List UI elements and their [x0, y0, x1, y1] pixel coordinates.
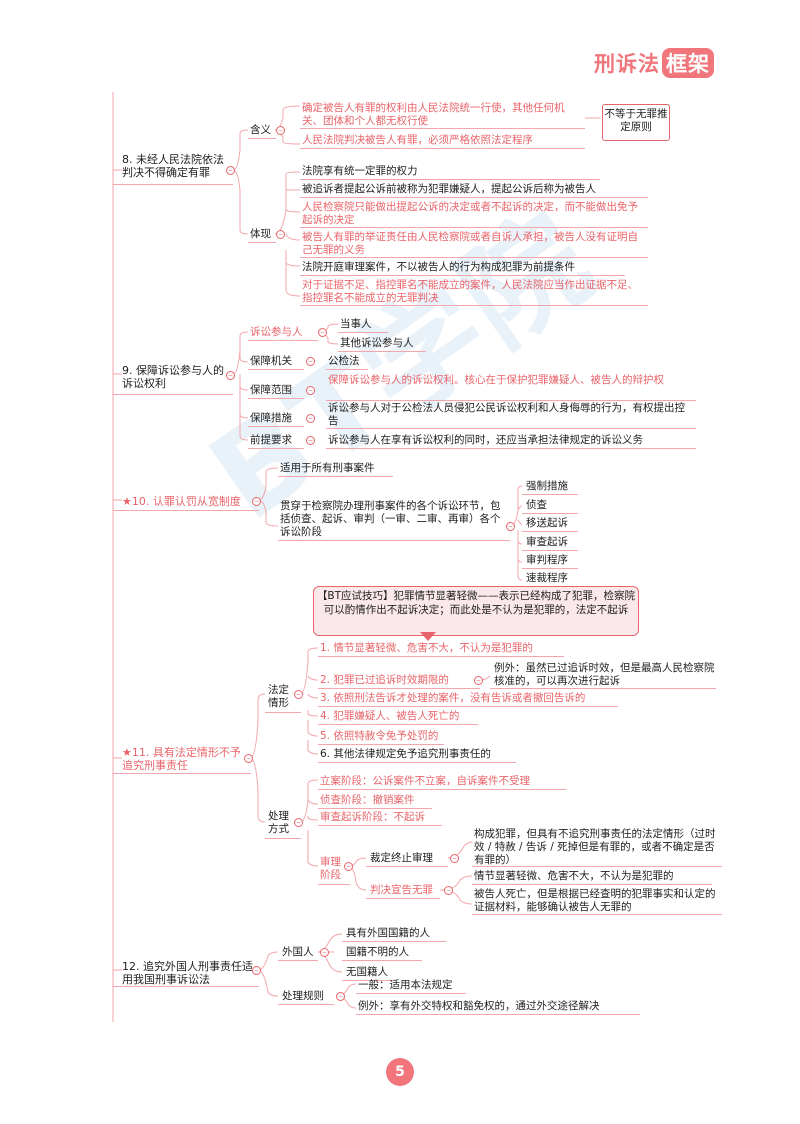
s12-waiguoren-item-1: 具有外国国籍的人 — [346, 927, 430, 939]
s8-hanyi-item-1: 确定被告人有罪的权利由人民法院统一行使，其他任何机关、团体和个人都无权行使 — [302, 102, 565, 127]
s9-canyu-item-2: 其他诉讼参与人 — [340, 337, 414, 349]
collapse-toggle-icon[interactable]: − — [306, 436, 315, 445]
s9-cuoshi-label: 保障措施 — [250, 412, 292, 424]
s11-tip-box: 【BT应试技巧】犯罪情节显著轻微——表示已经构成了犯罪，检察院可以酌情作出不起诉… — [313, 586, 639, 636]
s8-tixian-item-6: 对于证据不足、指控罪名不能成立的案件，人民法院应当作出证据不足、指控罪名不能成立… — [302, 279, 638, 304]
collapse-toggle-icon[interactable]: − — [294, 818, 303, 827]
s12-guize-item-1: 一般：适用本法规定 — [358, 979, 453, 991]
s8-tixian-item-1: 法院享有统一定罪的权力 — [302, 165, 418, 177]
s11-chuli-item-2: 侦查阶段：撤销案件 — [320, 794, 415, 806]
collapse-toggle-icon[interactable]: − — [344, 862, 353, 871]
collapse-toggle-icon[interactable]: − — [294, 690, 303, 699]
s9-fanwei-value: 保障诉讼参与人的诉讼权利。核心在于保护犯罪嫌疑人、被告人的辩护权 — [328, 374, 664, 386]
s9-canyu-item-1: 当事人 — [340, 318, 372, 330]
s11-zhongzhi-value: 构成犯罪，但具有不追究刑事责任的法定情形（过时效 / 特赦 / 告诉 / 死掉但… — [474, 828, 716, 866]
s11-liwai: 例外：虽然已过追诉时效，但是最高人民检察院核准的，可以再次进行起诉 — [494, 662, 715, 687]
s12-waiguoren-item-2: 国籍不明的人 — [346, 946, 409, 958]
s8-tixian-item-3: 人民检察院只能做出提起公诉的决定或者不起诉的决定，而不能做出免予起诉的决定 — [302, 201, 638, 226]
s8-note-box: 不等于无罪推定原则 — [602, 104, 670, 141]
collapse-toggle-icon[interactable]: − — [276, 230, 285, 239]
collapse-toggle-icon[interactable]: − — [226, 371, 235, 380]
collapse-toggle-icon[interactable]: − — [474, 676, 483, 685]
collapse-toggle-icon[interactable]: − — [244, 754, 253, 763]
section-12-topic: 12. 追究外国人刑事责任适用我国刑事诉讼法 — [122, 960, 253, 986]
s9-jiguan-value: 公检法 — [328, 355, 360, 367]
s10-stage-4: 审查起诉 — [526, 536, 568, 548]
s11-fading-item-6: 6. 其他法律规定免予追究刑事责任的 — [320, 748, 491, 760]
page-number: 5 — [386, 1058, 414, 1086]
s9-cuoshi-value: 诉讼参与人对于公检法人员侵犯公民诉讼权利和人身侮辱的行为，有权提出控告 — [328, 402, 685, 427]
s11-fading-label: 法定情形 — [268, 684, 289, 709]
collapse-toggle-icon[interactable]: − — [306, 386, 315, 395]
s12-guize-label: 处理规则 — [282, 990, 324, 1002]
s10-stage-3: 移送起诉 — [526, 517, 568, 529]
s10-stage-2: 侦查 — [526, 499, 547, 511]
s11-fading-item-1: 1. 情节显著轻微、危害不大，不认为是犯罪的 — [320, 642, 533, 654]
s11-wuzui-item-2: 被告人死亡，但是根据已经查明的犯罪事实和认定的证据材料，能够确认被告人无罪的 — [474, 888, 716, 913]
collapse-toggle-icon[interactable]: − — [252, 497, 261, 506]
s10-stage-1: 强制措施 — [526, 480, 568, 492]
collapse-toggle-icon[interactable]: − — [252, 966, 261, 975]
s9-fanwei-label: 保障范围 — [250, 384, 292, 396]
s10-item-a: 适用于所有刑事案件 — [280, 462, 375, 474]
s11-fading-item-2: 2. 犯罪已过追诉时效期限的 — [320, 674, 449, 686]
brand-badge: 框架 — [662, 48, 714, 78]
s11-fading-item-4: 4. 犯罪嫌疑人、被告人死亡的 — [320, 710, 460, 722]
s8-tixian-label: 体现 — [250, 228, 271, 240]
s11-wuzui-item-1: 情节显著轻微、危害不大，不认为是犯罪的 — [474, 870, 674, 882]
brand-logo: 刑诉法框架 — [594, 48, 714, 78]
s12-guize-item-2: 例外：享有外交特权和豁免权的，通过外交途径解决 — [358, 1000, 600, 1012]
collapse-toggle-icon[interactable]: − — [226, 166, 235, 175]
s11-chuli-item-3: 审查起诉阶段：不起诉 — [320, 811, 425, 823]
s10-stage-5: 审判程序 — [526, 554, 568, 566]
section-10-topic: ★10. 认罪认罚从宽制度 — [122, 495, 241, 508]
s11-fading-item-3: 3. 依照刑法告诉才处理的案件，没有告诉或者撤回告诉的 — [320, 692, 586, 704]
collapse-toggle-icon[interactable]: − — [276, 126, 285, 135]
s8-hanyi-item-2: 人民法院判决被告人有罪，必须严格依照法定程序 — [302, 134, 533, 146]
s11-wuzui-label: 判决宣告无罪 — [370, 884, 433, 896]
tip-arrow-icon — [420, 632, 436, 641]
s8-tixian-item-2: 被追诉者提起公诉前被称为犯罪嫌疑人，提起公诉后称为被告人 — [302, 183, 596, 195]
collapse-toggle-icon[interactable]: − — [320, 948, 329, 957]
s8-tixian-item-5: 法院开庭审理案件，不以被告人的行为构成犯罪为前提条件 — [302, 261, 575, 273]
s9-yaoqiu-value: 诉讼参与人在享有诉讼权利的同时，还应当承担法律规定的诉讼义务 — [328, 434, 643, 446]
section-11-topic: ★11. 具有法定情形不予追究刑事责任 — [122, 746, 241, 772]
s8-hanyi-label: 含义 — [250, 124, 271, 136]
s11-shenli-label: 审理阶段 — [320, 856, 341, 881]
s8-tixian-item-4: 被告人有罪的举证责任由人民检察院或者自诉人承担，被告人没有证明自己无罪的义务 — [302, 231, 638, 256]
collapse-toggle-icon[interactable]: − — [450, 854, 459, 863]
s11-chuli-label: 处理方式 — [268, 810, 289, 835]
s10-stage-6: 速裁程序 — [526, 572, 568, 584]
s11-chuli-item-1: 立案阶段：公诉案件不立案，自诉案件不受理 — [320, 775, 530, 787]
s9-yaoqiu-label: 前提要求 — [250, 434, 292, 446]
collapse-toggle-icon[interactable]: − — [506, 522, 515, 531]
collapse-toggle-icon[interactable]: − — [306, 357, 315, 366]
s12-waiguoren-label: 外国人 — [282, 946, 314, 958]
collapse-toggle-icon[interactable]: − — [306, 414, 315, 423]
s11-fading-item-5: 5. 依照特赦令免予处罚的 — [320, 730, 439, 742]
collapse-toggle-icon[interactable]: − — [318, 328, 327, 337]
section-8-topic: 8. 未经人民法院依法判决不得确定有罪 — [122, 153, 224, 179]
s9-canyu-label: 诉讼参与人 — [250, 326, 303, 338]
s10-item-b: 贯穿于检察院办理刑事案件的各个诉讼环节，包括侦查、起诉、审判（一审、二审、再审）… — [280, 500, 501, 538]
s9-jiguan-label: 保障机关 — [250, 355, 292, 367]
s12-waiguoren-item-3: 无国籍人 — [346, 966, 388, 978]
collapse-toggle-icon[interactable]: − — [336, 992, 345, 1001]
section-9-topic: 9. 保障诉讼参与人的诉讼权利 — [122, 364, 224, 390]
s11-zhongzhi-label: 裁定终止审理 — [370, 852, 433, 864]
collapse-toggle-icon[interactable]: − — [444, 886, 453, 895]
